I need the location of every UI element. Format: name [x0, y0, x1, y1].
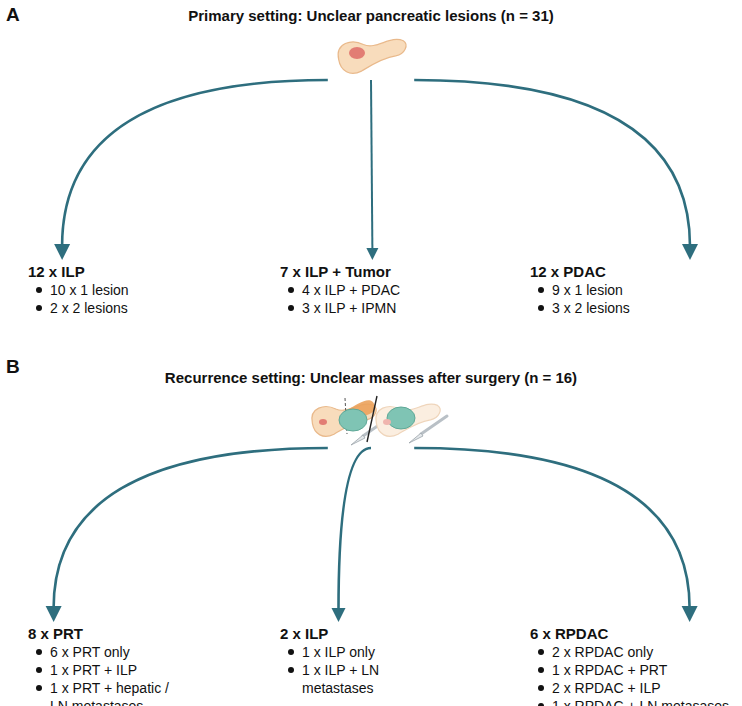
bullet-dot [288, 305, 294, 311]
bullet-dot [538, 703, 544, 706]
bullet-text: 1 x PRT + hepatic / LN metastases [50, 680, 169, 706]
bullet-text: 4 x ILP + PDAC [302, 282, 400, 298]
bullet-dot [36, 287, 42, 293]
bullet-dot [36, 685, 42, 691]
bullet-item: 2 x RPDAC + ILP [530, 679, 740, 697]
bullet-text: 2 x 2 lesions [50, 300, 128, 316]
outcome-group: 12 x PDAC9 x 1 lesion 3 x 2 lesions [530, 262, 730, 317]
arrow-line [339, 448, 372, 610]
bullet-item: 1 x RPDAC + PRT [530, 661, 740, 679]
bullet-text: 10 x 1 lesion [50, 282, 129, 298]
setting-title: Recurrence setting: Unclear masses after… [101, 368, 641, 387]
bullet-dot [538, 685, 544, 691]
pancreas-shape [338, 39, 406, 73]
flow-arrow [46, 448, 328, 622]
bullet-item: 6 x PRT only [28, 643, 188, 661]
outcome-group: 8 x PRT6 x PRT only 1 x PRT + ILP 1 x PRT … [28, 624, 188, 706]
outcome-group: 6 x RPDAC2 x RPDAC only 1 x RPDAC + PRT 2 … [530, 624, 740, 706]
bullet-item: 1 x PRT + ILP [28, 661, 188, 679]
bullet-text: 2 x RPDAC + ILP [552, 680, 661, 696]
flow-arrow [414, 448, 697, 622]
group-heading: 8 x PRT [28, 624, 188, 643]
bullet-dot [288, 287, 294, 293]
arrow-head [46, 606, 62, 622]
group-heading: 7 x ILP + Tumor [280, 262, 500, 281]
group-heading: 12 x PDAC [530, 262, 730, 281]
flow-arrow [414, 80, 698, 260]
setting-block: Recurrence setting: Unclear masses after… [101, 368, 641, 448]
arrow-line [371, 80, 372, 250]
bullet-item: 2 x 2 lesions [28, 299, 248, 317]
bullet-item: 3 x ILP + IPMN [280, 299, 500, 317]
bullet-dot [538, 305, 544, 311]
group-heading: 6 x RPDAC [530, 624, 740, 643]
arrow-line [54, 448, 328, 608]
lesion-spot [319, 419, 327, 425]
flow-arrow [332, 448, 372, 622]
pancreas-shape [376, 404, 440, 436]
scalpel-blade [351, 435, 365, 445]
group-heading: 12 x ILP [28, 262, 248, 281]
bullet-text: 1 x RPDAC + LN metasases [552, 698, 729, 706]
setting-title: Primary setting: Unclear pancreatic lesi… [101, 6, 641, 25]
group-heading: 2 x ILP [280, 624, 410, 643]
bullet-text: 9 x 1 lesion [552, 282, 623, 298]
arrow-head [54, 244, 70, 260]
bullet-text: 2 x RPDAC only [552, 644, 653, 660]
outcome-group: 2 x ILP1 x ILP only 1 x ILP + LN metastas… [280, 624, 410, 697]
scalpel-blade [409, 433, 423, 443]
bullet-dot [36, 305, 42, 311]
outcome-group: 7 x ILP + Tumor4 x ILP + PDAC 3 x ILP + I… [280, 262, 500, 317]
arrow-line [414, 80, 690, 246]
bullet-dot [36, 667, 42, 673]
bullet-item: 4 x ILP + PDAC [280, 281, 500, 299]
arrow-head [682, 606, 698, 622]
bullet-dot [538, 287, 544, 293]
bullet-text: 1 x RPDAC + PRT [552, 662, 667, 678]
arrow-head [332, 608, 346, 622]
bullet-item: 2 x RPDAC only [530, 643, 740, 661]
bullet-text: 3 x 2 lesions [552, 300, 630, 316]
mass-blob [339, 409, 367, 431]
panel-letter: A [6, 4, 20, 26]
bullet-item: 9 x 1 lesion [530, 281, 730, 299]
bullet-item: 1 x RPDAC + LN metasases [530, 697, 740, 706]
lesion-spot [349, 47, 365, 59]
bullet-dot [288, 667, 294, 673]
flow-arrow [54, 80, 328, 260]
arrow-line [62, 80, 328, 246]
bullet-dot [36, 649, 42, 655]
arrow-head [366, 248, 378, 260]
setting-block: Primary setting: Unclear pancreatic lesi… [101, 6, 641, 80]
bullet-dot [288, 649, 294, 655]
bullet-text: 1 x PRT + ILP [50, 662, 137, 678]
bullet-dot [538, 667, 544, 673]
bullet-item: 1 x ILP only [280, 643, 410, 661]
outcome-group: 12 x ILP10 x 1 lesion 2 x 2 lesions [28, 262, 248, 317]
bullet-text: 1 x ILP only [302, 644, 375, 660]
flow-arrow [366, 80, 378, 260]
scalpel-handle [421, 416, 447, 434]
bullet-item: 1 x PRT + hepatic / LN metastases [28, 679, 188, 706]
bullet-text: 6 x PRT only [50, 644, 130, 660]
bullet-text: 1 x ILP + LN metastases [302, 662, 379, 696]
mass-blob [387, 407, 415, 429]
bullet-item: 1 x ILP + LN metastases [280, 661, 410, 697]
bullet-text: 3 x ILP + IPMN [302, 300, 396, 316]
panel-letter: B [6, 356, 20, 378]
bullet-dot [538, 649, 544, 655]
bullet-item: 3 x 2 lesions [530, 299, 730, 317]
lesion-spot [383, 419, 391, 425]
bullet-item: 10 x 1 lesion [28, 281, 248, 299]
arrow-head [682, 244, 698, 260]
arrow-line [414, 448, 689, 608]
